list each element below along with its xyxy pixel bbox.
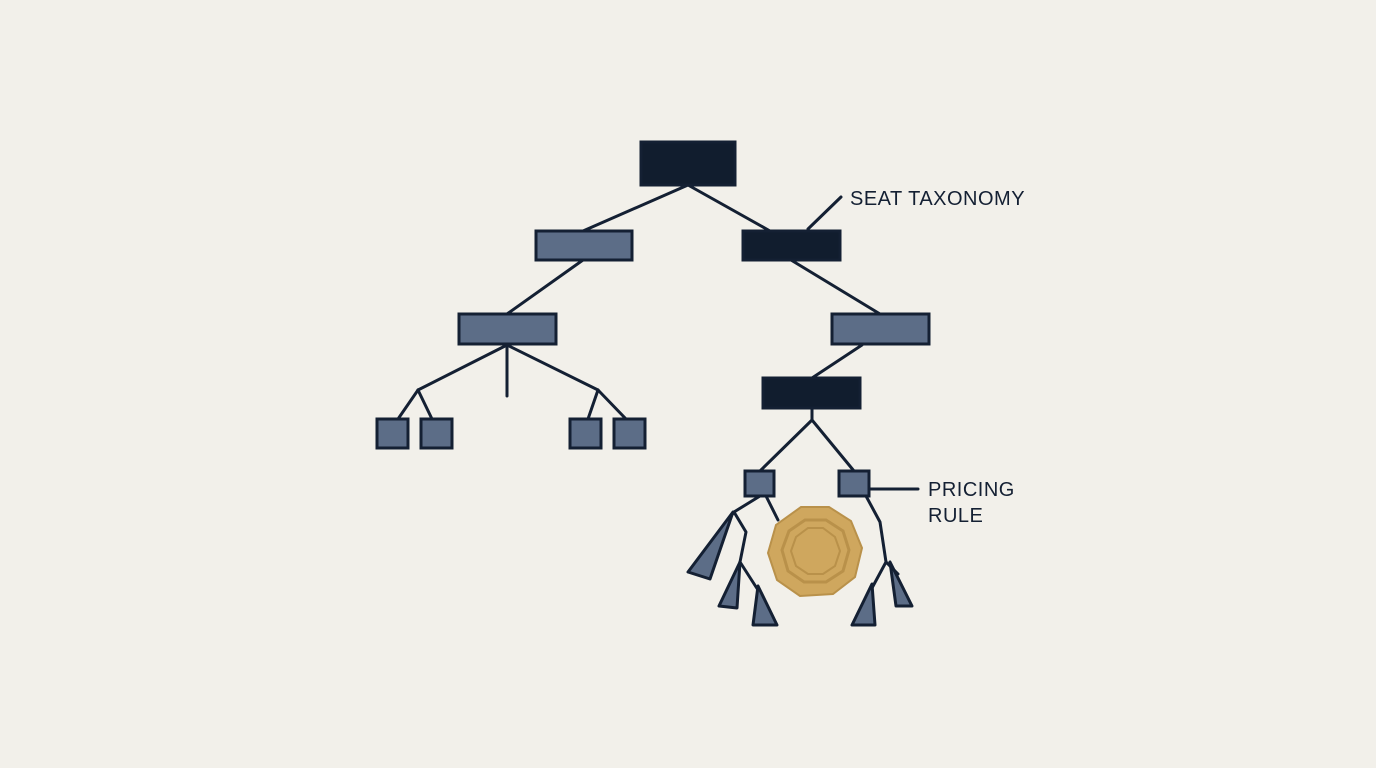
leaf-node-1 — [375, 417, 410, 450]
edge-right-l4-a — [758, 418, 814, 473]
seat-taxonomy-label: SEAT TAXONOMY — [850, 188, 1026, 210]
root-node — [639, 140, 737, 187]
connector-lines — [396, 183, 920, 592]
edge-root-right — [686, 183, 772, 233]
triangle-leaf-5 — [888, 560, 914, 608]
edge-root-left — [581, 183, 690, 233]
leaf-node-2 — [419, 417, 454, 450]
edge-sub-right-1 — [864, 494, 888, 564]
pricing-rule-label-line1: PRICING — [928, 479, 1015, 501]
left-subcategory-node — [457, 312, 558, 346]
leaf-node-4 — [612, 417, 647, 450]
edge-sub-right-2 — [870, 560, 888, 590]
edge-sub-left-2 — [732, 510, 748, 564]
edge-right-l4-b — [810, 418, 856, 473]
edge-left-l2-c — [505, 343, 600, 392]
edge-sub-left-4 — [764, 494, 780, 522]
left-category-node — [534, 229, 634, 262]
edge-right-l2 — [789, 258, 882, 316]
triangle-leaf-2 — [717, 560, 742, 610]
edge-left-l2-a — [416, 343, 509, 392]
triangle-leaf-3 — [751, 584, 779, 627]
leaf-node-3 — [568, 417, 603, 450]
seat-taxonomy-leader — [806, 195, 843, 231]
triangle-leaf-4 — [850, 582, 877, 627]
edge-left-l2 — [505, 258, 585, 316]
seat-node-left — [743, 469, 776, 498]
right-subcategory-node — [830, 312, 931, 346]
pricing-rule-label-line2: RULE — [928, 505, 984, 527]
seat-taxonomy-node — [741, 229, 842, 262]
octagon-coin-icon — [766, 506, 864, 598]
right-section-node — [761, 376, 862, 410]
edge-right-l3 — [810, 343, 864, 380]
edge-sub-left-3 — [738, 560, 760, 592]
edge-leaf-2 — [416, 388, 434, 421]
edge-leaf-4 — [596, 388, 628, 421]
triangle-leaf-1 — [686, 510, 735, 581]
edge-leaf-1 — [396, 388, 420, 421]
pricing-rule-node — [837, 469, 871, 498]
edge-leaf-3 — [586, 388, 600, 421]
pricing-rule-label: PRICING RULE — [928, 477, 1015, 529]
